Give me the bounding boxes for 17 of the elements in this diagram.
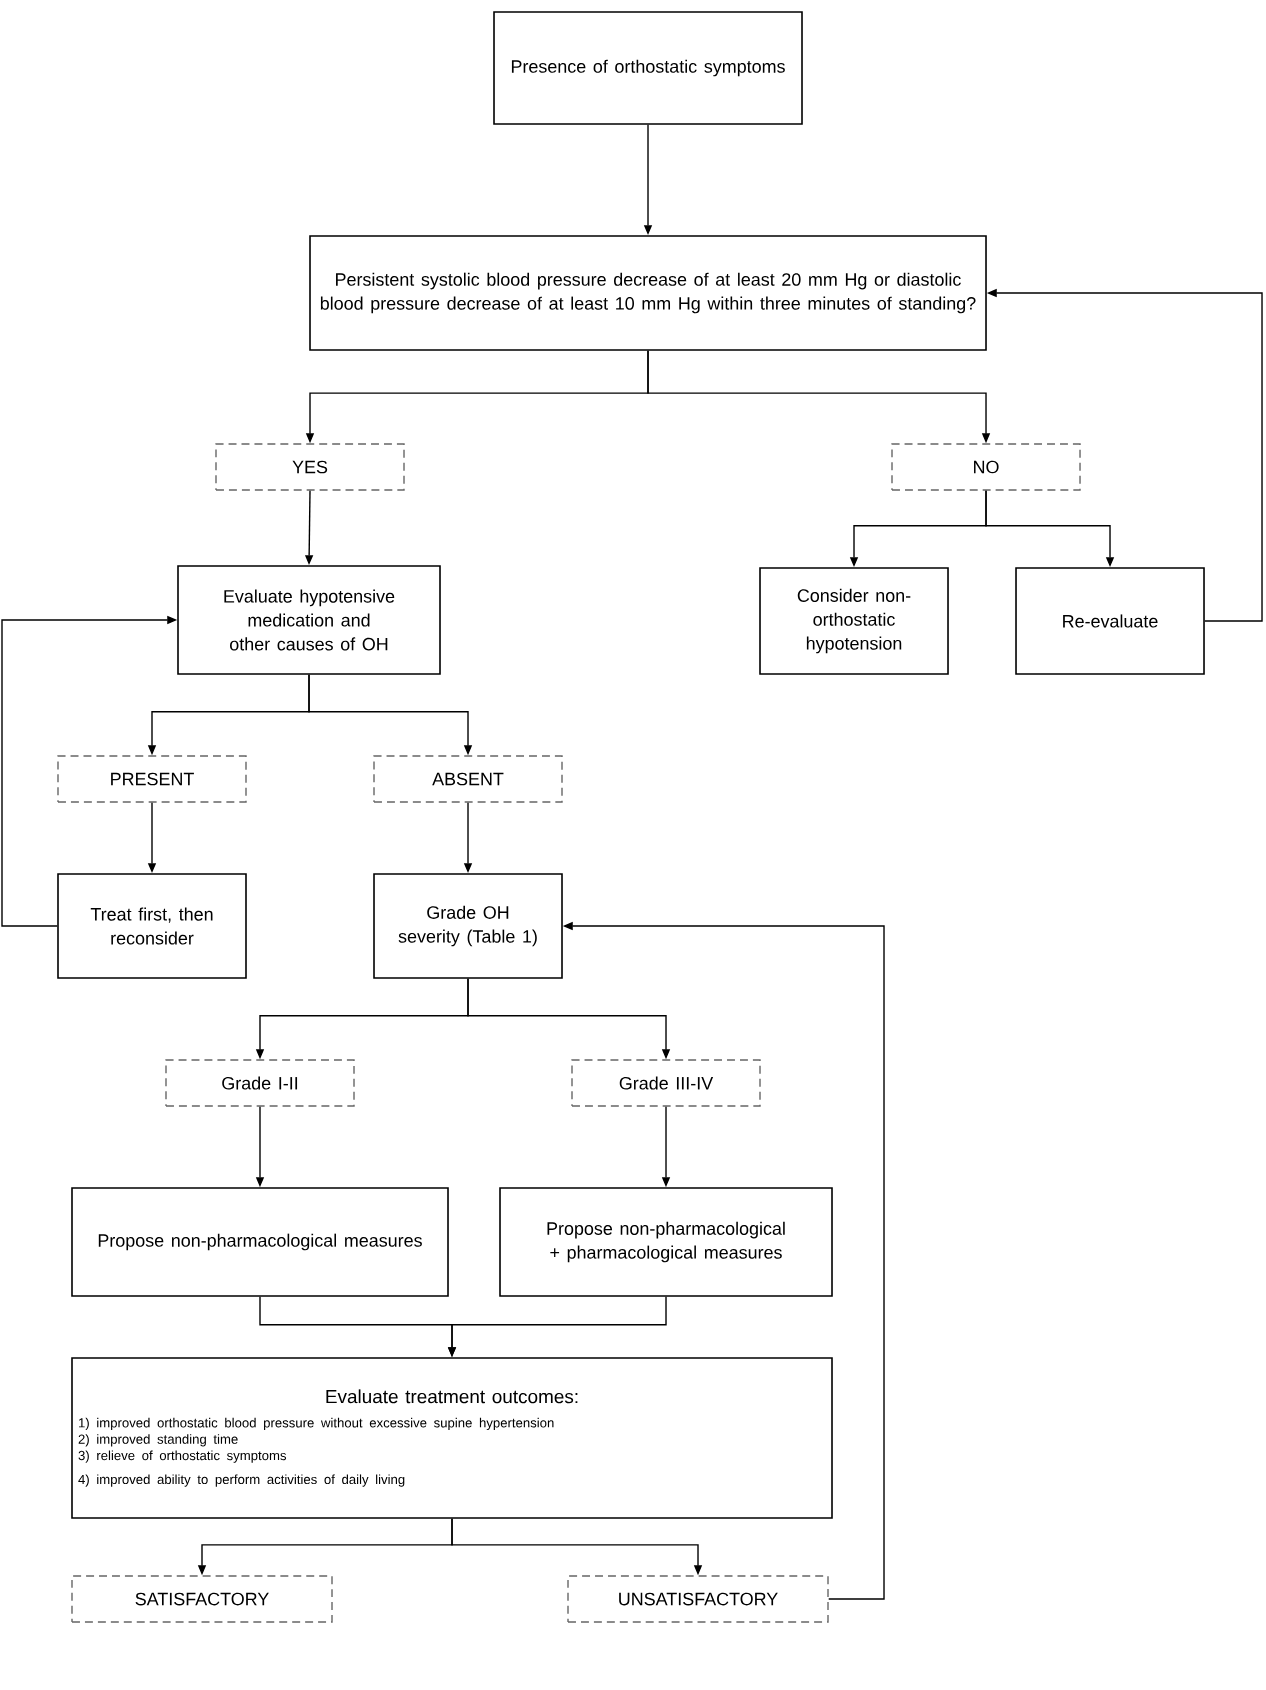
process-box: Presence of orthostatic symptoms	[493, 11, 803, 125]
process-box: Consider non-orthostatic hypotension	[759, 567, 949, 675]
process-box: Propose non-pharmacological measures	[71, 1187, 449, 1297]
answer-tag: SATISFACTORY	[71, 1575, 333, 1623]
process-box: Treat first, then reconsider	[57, 873, 247, 979]
answer-tag: Grade I-II	[165, 1059, 355, 1107]
process-box: Persistent systolic blood pressure decrease of at least 20 mm Hg or diastolic blood pressure decrease of at least 10 mm Hg within three minutes of standing?	[309, 235, 987, 351]
answer-tag: PRESENT	[57, 755, 247, 803]
process-box: Grade OH severity (Table 1)	[373, 873, 563, 979]
answer-tag: UNSATISFACTORY	[567, 1575, 829, 1623]
answer-tag: NO	[891, 443, 1081, 491]
process-box: Re-evaluate	[1015, 567, 1205, 675]
answer-tag: ABSENT	[373, 755, 563, 803]
answer-tag: Grade III-IV	[571, 1059, 761, 1107]
process-box: Propose non-pharmacological + pharmacological measures	[499, 1187, 833, 1297]
process-box: Evaluate hypotensive medication and other causes of OH	[177, 565, 441, 675]
answer-tag: YES	[215, 443, 405, 491]
